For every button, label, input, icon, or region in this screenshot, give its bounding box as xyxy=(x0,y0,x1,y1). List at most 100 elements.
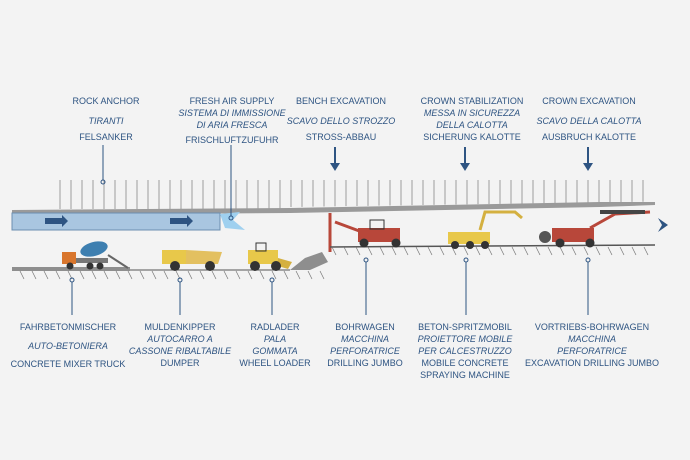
label-crown-stabilization: CROWN STABILIZATION MESSA IN SICUREZZA D… xyxy=(421,95,524,143)
label-it: MESSA IN SICUREZZA xyxy=(423,108,521,118)
ground-hatch-line xyxy=(355,246,361,256)
label-de: FELSANKER xyxy=(79,132,133,142)
excavation-drilling-jumbo xyxy=(539,210,651,248)
label-it: PER CALCESTRUZZO xyxy=(418,346,512,356)
label-excavation-drilling-jumbo: VORTRIEBS-BOHRWAGEN MACCHINA PERFORATRIC… xyxy=(525,321,659,369)
ground-hatch-line xyxy=(187,270,193,280)
ground-hatch-line xyxy=(295,270,301,280)
label-en: DRILLING JUMBO xyxy=(327,358,403,368)
rock-pile xyxy=(290,252,328,270)
floor-level-2 xyxy=(329,244,656,248)
label-en: CROWN STABILIZATION xyxy=(420,96,524,106)
tunnel-direction-arrow xyxy=(658,218,668,232)
label-concrete-spraying-machine: BETON-SPRITZMOBIL PROIETTORE MOBILE PER … xyxy=(418,321,513,381)
ground-hatch-line xyxy=(631,246,637,256)
label-en: ROCK ANCHOR xyxy=(72,96,140,106)
ground-hatch-line xyxy=(43,270,49,280)
label-de: RADLADER xyxy=(250,322,300,332)
label-en: SPRAYING MACHINE xyxy=(420,370,510,380)
air-outflow-icon xyxy=(220,212,245,230)
drilling-jumbo xyxy=(334,219,401,248)
ground-hatch-line xyxy=(487,246,493,256)
label-it: DI ARIA FRESCA xyxy=(196,120,268,130)
ground-hatch-line xyxy=(463,246,469,256)
label-it: MACCHINA xyxy=(567,334,616,344)
ground-hatch-line xyxy=(619,246,625,256)
arrows-down xyxy=(330,147,593,171)
wheel-loader xyxy=(248,242,292,271)
ground-hatch-line xyxy=(415,246,421,256)
ground-hatch-line xyxy=(523,246,529,256)
ground-hatch-line xyxy=(271,270,277,280)
label-de: FAHRBETONMISCHER xyxy=(19,322,117,332)
ground-hatch-line xyxy=(199,270,205,280)
ground-hatch-line xyxy=(259,270,265,280)
label-de: FRISCHLUFTZUFUHR xyxy=(185,135,279,145)
label-crown-excavation: CROWN EXCAVATION SCAVO DELLA CALOTTA AUS… xyxy=(536,95,641,143)
ground-hatch-line xyxy=(151,270,157,280)
ground-hatch-line xyxy=(607,246,613,256)
ground-hatch-line xyxy=(235,270,241,280)
label-de: BETON-SPRITZMOBIL xyxy=(418,322,512,332)
label-it: PERFORATRICE xyxy=(557,346,627,356)
leader-lines xyxy=(69,145,591,315)
label-it: TIRANTI xyxy=(88,116,124,126)
label-it: PROIETTORE MOBILE xyxy=(417,334,513,344)
label-it: CASSONE RIBALTABILE xyxy=(128,346,232,356)
ground-hatch-line xyxy=(451,246,457,256)
label-concrete-mixer-truck: FAHRBETONMISCHER AUTO-BETONIERA CONCRETE… xyxy=(11,321,126,370)
air-flow-arrow xyxy=(170,215,193,227)
label-it: SISTEMA DI IMMISSIONE xyxy=(178,108,286,118)
label-it: PALA xyxy=(263,334,287,344)
ground-hatch-line xyxy=(535,246,541,256)
label-dumper: MULDENKIPPER AUTOCARRO A CASSONE RIBALTA… xyxy=(129,321,231,369)
ground-hatch-line xyxy=(79,270,85,280)
ground-hatch-line xyxy=(595,246,601,256)
label-en: MOBILE CONCRETE xyxy=(421,358,509,368)
tunnel-roof xyxy=(12,202,655,215)
ground-hatch-line xyxy=(139,270,145,280)
label-en: CONCRETE MIXER TRUCK xyxy=(10,359,126,369)
label-it: AUTO-BETONIERA xyxy=(28,341,108,351)
label-bench-excavation: BENCH EXCAVATION SCAVO DELLO STROZZO STR… xyxy=(287,95,396,143)
rock-anchors xyxy=(59,180,644,209)
label-en: DUMPER xyxy=(160,358,200,368)
ground-hatch-line xyxy=(247,270,253,280)
ground-hatch-line xyxy=(583,246,589,256)
label-en: CROWN EXCAVATION xyxy=(542,96,636,106)
label-de: SICHERUNG KALOTTE xyxy=(423,132,521,142)
ground-hatch-line xyxy=(559,246,565,256)
ground-hatch-line xyxy=(103,270,109,280)
concrete-spraying-machine xyxy=(448,210,523,249)
ground-hatch-line xyxy=(55,270,61,280)
label-en: WHEEL LOADER xyxy=(239,358,311,368)
ground-hatch-line xyxy=(643,246,649,256)
ground-hatch-line xyxy=(499,246,505,256)
ground-hatch-line xyxy=(379,246,385,256)
ground-hatch-line xyxy=(163,270,169,280)
ground-hatch-line xyxy=(19,270,25,280)
concrete-mixer-truck xyxy=(62,241,129,270)
ground-hatch-line xyxy=(115,270,121,280)
label-it: MACCHINA xyxy=(340,334,390,344)
label-it: SCAVO DELLO STROZZO xyxy=(286,116,396,126)
ground-hatch-line xyxy=(307,270,313,280)
label-de: STROSS-ABBAU xyxy=(305,132,377,142)
ground-hatch-line xyxy=(367,246,373,256)
label-en: EXCAVATION DRILLING JUMBO xyxy=(524,358,660,368)
ground-hatch-line xyxy=(547,246,553,256)
ground-hatch-line xyxy=(319,270,325,280)
ground-hatch-line xyxy=(91,270,97,280)
label-de: VORTRIEBS-BOHRWAGEN xyxy=(534,322,650,332)
label-wheel-loader: RADLADER PALA GOMMATA WHEEL LOADER xyxy=(239,321,310,369)
ground-hatch-line xyxy=(343,246,349,256)
label-it: PERFORATRICE xyxy=(330,346,400,356)
ground-hatch-line xyxy=(511,246,517,256)
ground-hatch-line xyxy=(391,246,397,256)
ground-hatch-line xyxy=(571,246,577,256)
ground-hatch-line xyxy=(283,270,289,280)
label-en: FRESH AIR SUPPLY xyxy=(189,96,275,106)
label-de: AUSBRUCH KALOTTE xyxy=(541,132,637,142)
ground-hatch-line xyxy=(331,246,337,256)
